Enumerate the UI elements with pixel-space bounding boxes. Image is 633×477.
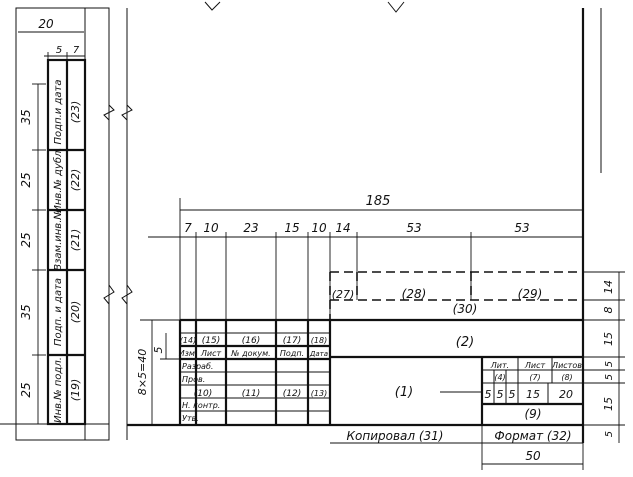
rev-row-label: Разраб.: [182, 362, 213, 371]
strip-row-height: 35: [19, 304, 33, 319]
sheet-info-table: Лит. Лист Листов (4) (7) (8) 5 5 5 15 20…: [440, 357, 583, 421]
strip-row-text: Инв.№ подл.: [53, 357, 64, 423]
info-header-cell: Лист: [524, 361, 546, 370]
zone-2-label: (2): [456, 335, 474, 350]
info-dim-cell: 20: [559, 388, 573, 401]
break-marks: [103, 1, 405, 305]
zone-30-label: (30): [453, 302, 478, 316]
strip-row-text: Подп.и дата: [53, 80, 64, 145]
rev-num-13: (13): [311, 389, 327, 398]
rev-row-label: Утв.: [182, 414, 199, 423]
col-dim-label: 53: [514, 221, 529, 235]
strip-row-text: Инв.№ дубл.: [52, 147, 64, 212]
info-cell-4: (4): [494, 373, 505, 382]
strip-row-num: (19): [69, 379, 82, 402]
col-dim-label: 14: [335, 221, 350, 235]
strip-row-height: 35: [19, 109, 33, 124]
rev-num-12: (12): [283, 389, 301, 399]
strip-row-num: (23): [69, 101, 82, 124]
total-width-label: 185: [366, 194, 391, 209]
rev-cell-17: (17): [283, 336, 301, 346]
rev-row-label: Н. контр.: [182, 401, 220, 410]
rev-header-cell: Изм.: [179, 349, 198, 358]
info-header-cell: Лит.: [490, 361, 509, 370]
info-cell-7: (7): [529, 373, 540, 382]
right-dimensions: 14 8 15 5 5 15 5: [583, 271, 625, 443]
zone-9-label: (9): [525, 407, 542, 421]
strip-row-num: (21): [69, 229, 82, 252]
rev-num-10: (10): [194, 389, 212, 399]
right-dim-label: 14: [602, 280, 615, 294]
zone-27-label: (27): [332, 288, 355, 301]
info-dim-cell: 15: [526, 388, 540, 401]
right-dim-label: 5: [604, 431, 615, 437]
bottom-row: Копировал (31) Формат (32) 50: [330, 425, 584, 470]
row-height-label: 5: [152, 347, 165, 354]
info-header-cell: Листов: [551, 361, 582, 370]
zone-29-label: (29): [518, 287, 543, 301]
copied-by-label: Копировал (31): [346, 429, 443, 443]
strip-col-b-label: 7: [73, 45, 80, 56]
bottom-width-label: 50: [525, 449, 541, 463]
additional-columns-zone: (27) (28) (29) (30): [329, 271, 583, 320]
zone-28-label: (28): [402, 287, 427, 301]
info-dim-cell: 5: [485, 388, 492, 401]
strip-width-label: 20: [38, 17, 54, 31]
col-dim-label: 15: [284, 221, 299, 235]
right-dim-label: 8: [602, 307, 615, 314]
left-dimensions: 8×5=40 5: [136, 319, 180, 425]
right-dim-label: 15: [602, 397, 615, 411]
sheet-frame: [108, 8, 602, 443]
rev-cell-15: (15): [202, 336, 220, 346]
rev-num-11: (11): [242, 389, 260, 399]
format-label: Формат (32): [494, 429, 571, 443]
rows-dim-label: 8×5=40: [136, 349, 149, 395]
rev-cell-14: (14): [180, 336, 196, 345]
col-dim-label: 10: [203, 221, 219, 235]
rev-cell-16: (16): [242, 336, 260, 346]
strip-row-text: Взам.инв.№: [53, 209, 64, 271]
rev-cell-18: (18): [311, 336, 327, 345]
col-dim-label: 53: [406, 221, 421, 235]
strip-col-a-label: 5: [56, 45, 62, 56]
info-dim-cell: 5: [497, 388, 504, 401]
strip-row-height: 25: [19, 232, 33, 247]
strip-row-height: 25: [19, 172, 33, 187]
right-dim-label: 15: [602, 332, 615, 346]
right-dim-label: 5: [604, 374, 615, 380]
strip-row-num: (22): [69, 169, 82, 192]
right-dim-label: 5: [604, 361, 615, 367]
top-dimensions: 185 7 10 23 15 10 14 53 53: [148, 194, 583, 322]
info-cell-8: (8): [561, 373, 572, 382]
rev-header-cell: Дата: [309, 350, 328, 358]
col-dim-label: 10: [311, 221, 327, 235]
revision-table: (14) (15) (16) (17) (18) Изм. Лист № док…: [179, 320, 330, 425]
info-dim-cell: 5: [509, 388, 516, 401]
rev-header-cell: № докум.: [230, 349, 270, 358]
zone-1-label: (1): [395, 385, 413, 400]
strip-row-text: Подп. и дата: [53, 278, 64, 346]
col-dim-label: 7: [184, 221, 192, 235]
rev-header-cell: Подп.: [280, 349, 304, 358]
col-dim-label: 23: [243, 221, 258, 235]
side-strip: 20 5 7 35 Подп.и дата (23) 25 Инв.№ дубл…: [0, 7, 110, 441]
rev-row-label: Пров.: [182, 375, 205, 384]
strip-row-height: 25: [19, 382, 33, 397]
rev-header-cell: Лист: [200, 349, 222, 358]
strip-row-num: (20): [69, 301, 82, 324]
